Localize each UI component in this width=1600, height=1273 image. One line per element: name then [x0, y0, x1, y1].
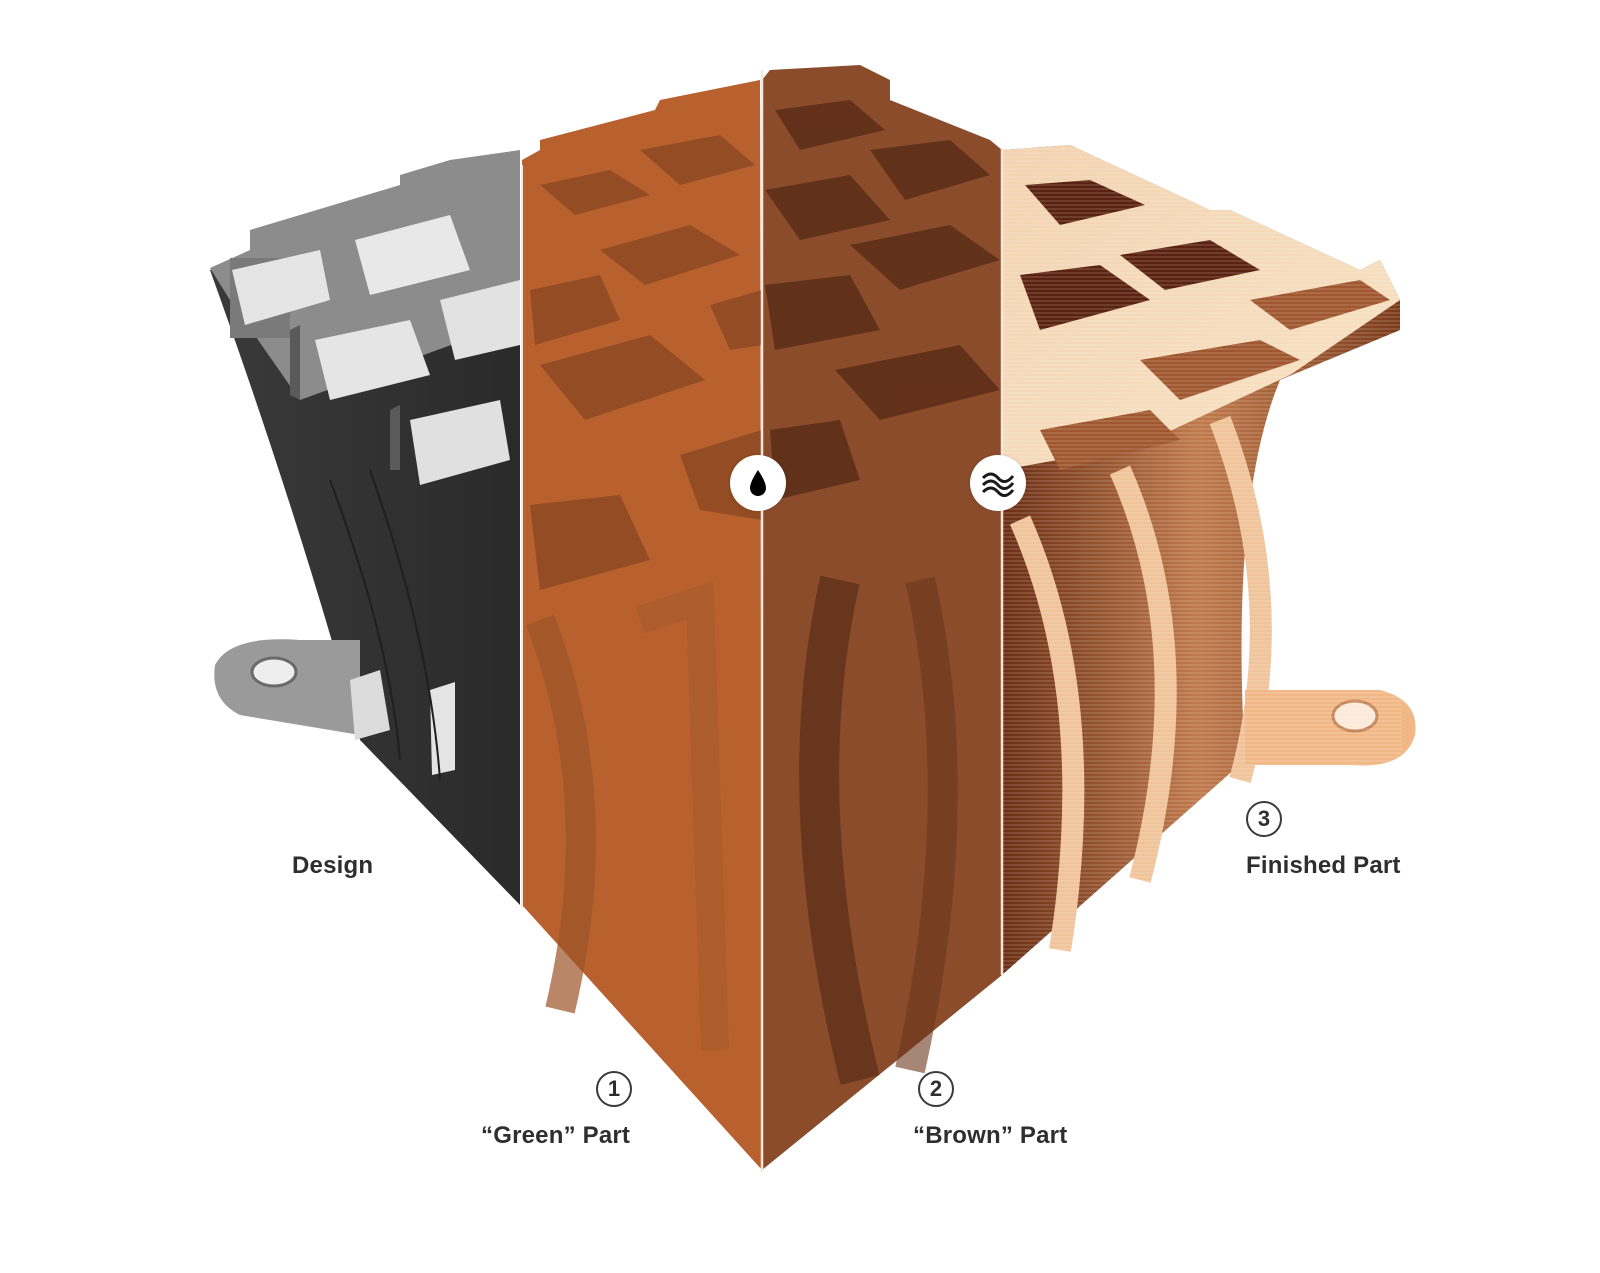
stage-label-finished-part: Finished Part: [1246, 852, 1401, 879]
droplet-icon: [750, 470, 766, 496]
debind-process-marker: [730, 455, 786, 511]
design-section: [210, 150, 520, 905]
sinter-process-marker: [970, 455, 1026, 511]
green-part-section: [522, 80, 762, 1170]
step-marker-2: 2: [918, 1071, 954, 1107]
finished-part-section: [1002, 140, 1416, 980]
step-marker-1: 1: [596, 1071, 632, 1107]
step-marker-3: 3: [1246, 801, 1282, 837]
heat-waves-icon: [981, 472, 1015, 497]
stage-label-brown-part: “Brown” Part: [913, 1122, 1068, 1149]
stage-label-green-part: “Green” Part: [481, 1122, 631, 1149]
stage-label-design: Design: [292, 852, 374, 879]
brown-part-section: [762, 65, 1002, 1170]
